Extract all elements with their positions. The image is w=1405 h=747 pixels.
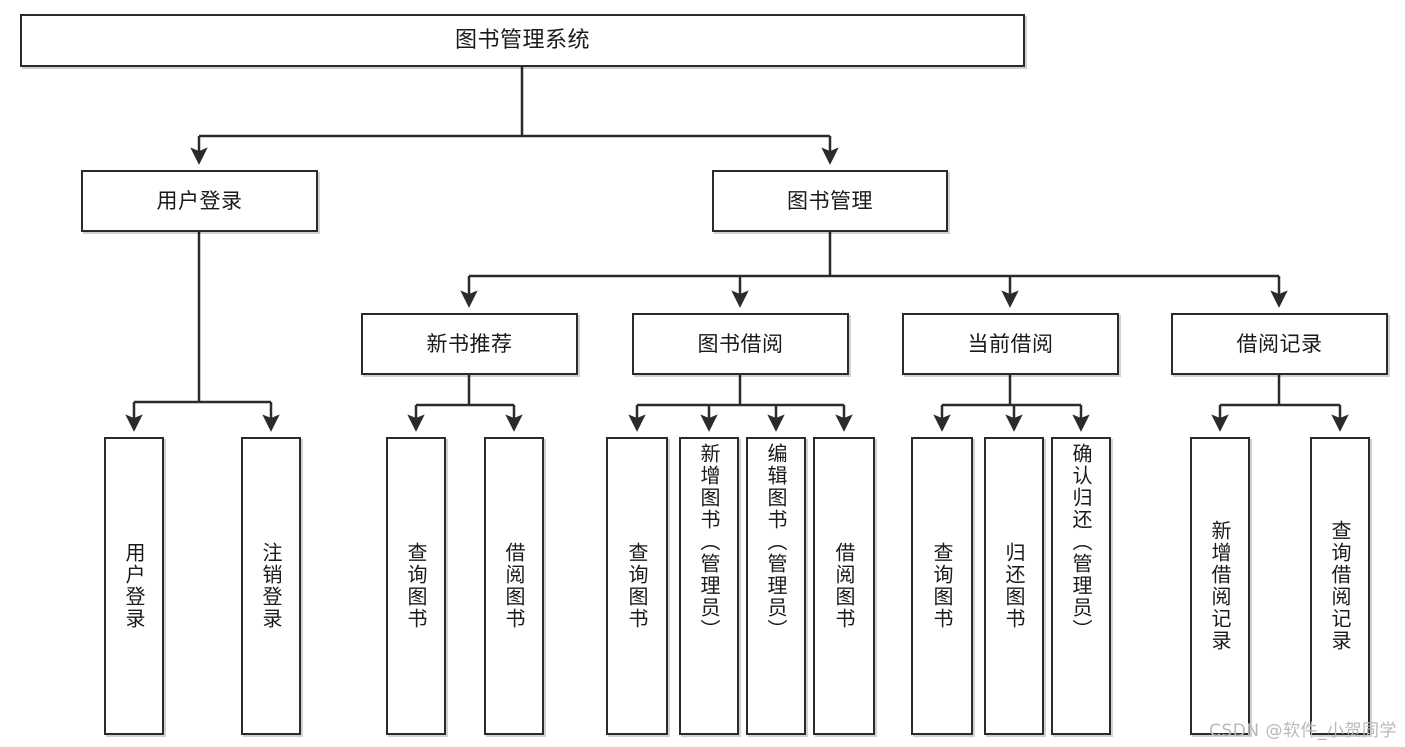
edges-bookmanage-to-level3: [460, 232, 1288, 308]
node-book-manage-label: 图书管理: [787, 188, 873, 213]
edges-userlogin-to-leaves: [125, 232, 280, 432]
edges-currentborrow-to-leaves: [933, 375, 1090, 432]
node-leaf-borrow-book-2[interactable]: 借阅图书: [813, 437, 875, 735]
node-user-login-label: 用户登录: [156, 188, 243, 213]
node-borrow-record[interactable]: 借阅记录: [1171, 313, 1388, 375]
node-leaf-return-book-label: 归还图书: [1002, 542, 1026, 630]
node-leaf-borrow-book-2-label: 借阅图书: [832, 542, 856, 630]
node-leaf-add-record-label: 新增借阅记录: [1208, 520, 1232, 652]
node-leaf-user-login-label: 用户登录: [122, 542, 146, 630]
node-new-book-rec[interactable]: 新书推荐: [361, 313, 578, 375]
node-leaf-return-book[interactable]: 归还图书: [984, 437, 1044, 735]
node-leaf-query-book-1-label: 查询图书: [404, 542, 428, 630]
node-leaf-add-book-label: 新增图书（管理员）: [697, 443, 721, 641]
node-root[interactable]: 图书管理系统: [20, 14, 1025, 67]
node-current-borrow-label: 当前借阅: [967, 331, 1054, 356]
node-leaf-user-login[interactable]: 用户登录: [104, 437, 164, 735]
node-leaf-query-book-2[interactable]: 查询图书: [606, 437, 668, 735]
node-book-borrow[interactable]: 图书借阅: [632, 313, 849, 375]
node-book-manage[interactable]: 图书管理: [712, 170, 948, 232]
node-leaf-edit-book[interactable]: 编辑图书（管理员）: [746, 437, 806, 735]
node-leaf-query-book-2-label: 查询图书: [625, 542, 649, 630]
node-leaf-add-book[interactable]: 新增图书（管理员）: [679, 437, 739, 735]
node-leaf-query-record-label: 查询借阅记录: [1328, 520, 1352, 652]
node-leaf-confirm-return[interactable]: 确认归还（管理员）: [1051, 437, 1111, 735]
node-book-borrow-label: 图书借阅: [697, 331, 784, 356]
edges-newbook-to-leaves: [407, 375, 523, 432]
edges-bookborrow-to-leaves: [628, 375, 853, 432]
node-leaf-user-logout[interactable]: 注销登录: [241, 437, 301, 735]
node-leaf-borrow-book-1[interactable]: 借阅图书: [484, 437, 544, 735]
node-leaf-query-book-3-label: 查询图书: [930, 542, 954, 630]
edges-borrowrecord-to-leaves: [1211, 375, 1349, 432]
node-leaf-query-record[interactable]: 查询借阅记录: [1310, 437, 1370, 735]
node-user-login[interactable]: 用户登录: [81, 170, 318, 232]
node-leaf-query-book-1[interactable]: 查询图书: [386, 437, 446, 735]
node-leaf-add-record[interactable]: 新增借阅记录: [1190, 437, 1250, 735]
node-new-book-rec-label: 新书推荐: [426, 331, 513, 356]
node-leaf-query-book-3[interactable]: 查询图书: [911, 437, 973, 735]
node-leaf-edit-book-label: 编辑图书（管理员）: [764, 443, 788, 641]
node-leaf-user-logout-label: 注销登录: [259, 542, 283, 630]
node-leaf-borrow-book-1-label: 借阅图书: [502, 542, 526, 630]
node-borrow-record-label: 借阅记录: [1236, 331, 1323, 356]
node-root-label: 图书管理系统: [454, 27, 590, 53]
node-leaf-confirm-return-label: 确认归还（管理员）: [1069, 443, 1093, 641]
node-current-borrow[interactable]: 当前借阅: [902, 313, 1119, 375]
edges-root-to-level2: [190, 67, 839, 165]
